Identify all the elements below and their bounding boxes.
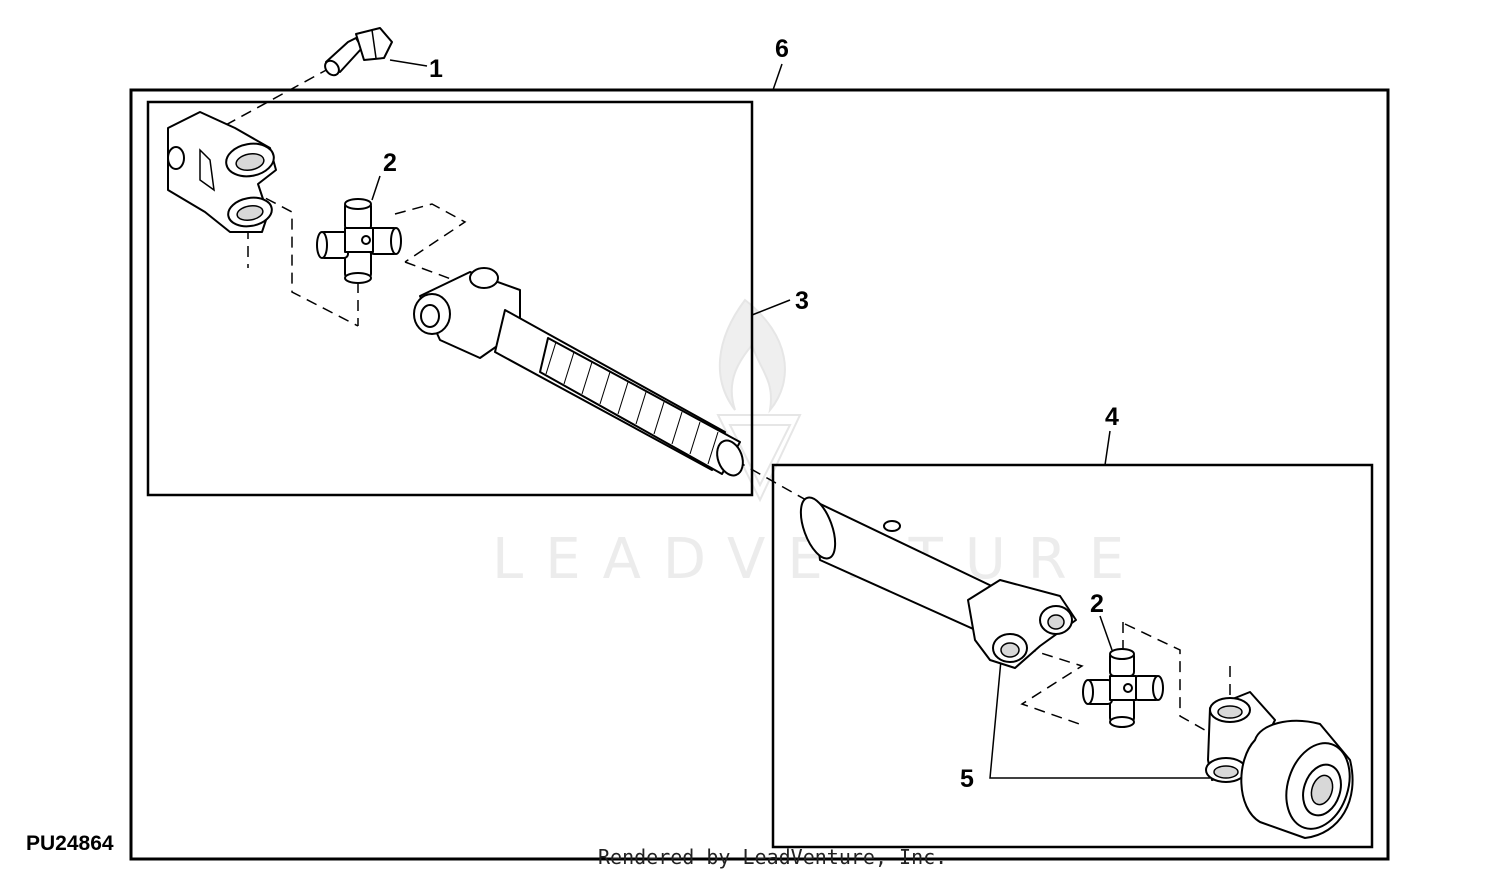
assembly-frame-6 xyxy=(129,88,1390,861)
universal-joint-cross-upper xyxy=(316,198,402,284)
flange-yoke-upper xyxy=(167,111,277,233)
callout-4: 4 xyxy=(1105,403,1119,431)
splined-shaft-part-3 xyxy=(413,267,744,477)
bolt-part-1 xyxy=(324,27,393,77)
callout-2-lower: 2 xyxy=(1090,590,1104,618)
universal-joint-cross-lower xyxy=(1082,648,1164,728)
callouts: 1 2 3 4 2 5 6 xyxy=(383,35,1119,793)
splined-yoke-housing xyxy=(1205,691,1354,839)
subassembly-frame-3 xyxy=(146,100,754,497)
assembly-dashed-lines xyxy=(179,67,1231,743)
shaft-splines xyxy=(545,341,719,465)
tube-part-4 xyxy=(799,496,1077,669)
leader-lines xyxy=(371,59,1210,779)
callout-2-upper: 2 xyxy=(383,149,397,177)
callout-1: 1 xyxy=(429,55,443,83)
callout-6: 6 xyxy=(775,35,789,63)
subassembly-frame-4 xyxy=(771,463,1374,849)
callout-3: 3 xyxy=(795,287,809,315)
figure-code: PU24864 xyxy=(26,832,114,855)
watermark-flame-logo xyxy=(716,298,802,503)
render-credit: Rendered by LeadVenture, Inc. xyxy=(598,845,947,869)
callout-5: 5 xyxy=(960,765,974,793)
